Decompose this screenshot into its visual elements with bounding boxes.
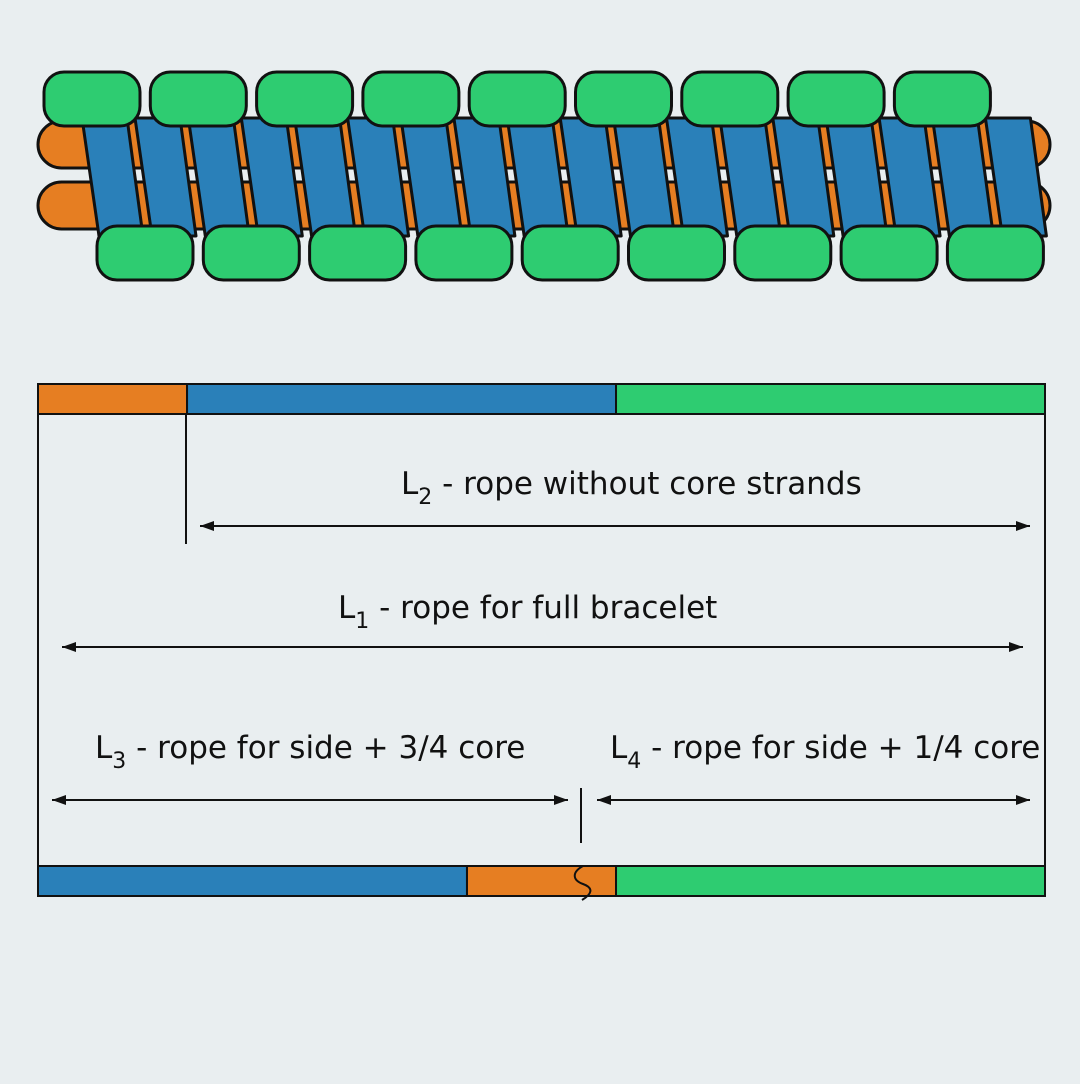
top-loop — [680, 70, 780, 128]
bottom-loop — [414, 224, 514, 282]
bracelet-weave — [36, 70, 1052, 282]
length-diagram: L2 - rope without core strands L1 - rope… — [37, 383, 1046, 901]
bottom-loop — [201, 224, 301, 282]
bottom-loop — [733, 224, 833, 282]
rope-bar-bottom — [37, 865, 1046, 897]
bar-segment-wrap — [186, 383, 618, 415]
l1-label: L1 - rope for full bracelet — [338, 590, 717, 634]
top-loop — [255, 70, 355, 128]
l4-label: L4 - rope for side + 1/4 core — [610, 730, 1040, 774]
l4-arrow — [597, 795, 1030, 805]
top-loop — [892, 70, 992, 128]
wrap-band — [983, 116, 1048, 238]
l3-arrow — [52, 795, 568, 805]
side-loops — [42, 70, 1045, 282]
bottom-loop — [308, 224, 408, 282]
bar-segment-core — [37, 383, 189, 415]
frame-outline — [37, 383, 1046, 897]
bar-segment-core — [465, 865, 618, 897]
rope-bar-top — [37, 383, 1046, 415]
top-loop — [42, 70, 142, 128]
l1-arrow — [62, 642, 1023, 652]
top-loop — [148, 70, 248, 128]
bottom-loop — [95, 224, 195, 282]
bar-segment-loop — [615, 865, 1046, 897]
bottom-loop — [627, 224, 726, 282]
bar-segment-loop — [615, 383, 1046, 415]
top-loop — [361, 70, 461, 128]
l3-label: L3 - rope for side + 3/4 core — [95, 730, 525, 774]
bar-segment-wrap — [37, 865, 468, 897]
bottom-loop — [839, 224, 939, 282]
l2-label: L2 - rope without core strands — [401, 466, 862, 510]
top-loop — [574, 70, 673, 128]
top-loop — [786, 70, 886, 128]
wrap-strands — [80, 116, 1048, 238]
top-loop — [467, 70, 567, 128]
l2-arrow — [200, 521, 1030, 531]
cut-mark — [573, 865, 592, 901]
bottom-loop — [945, 224, 1045, 282]
bottom-loop — [520, 224, 620, 282]
